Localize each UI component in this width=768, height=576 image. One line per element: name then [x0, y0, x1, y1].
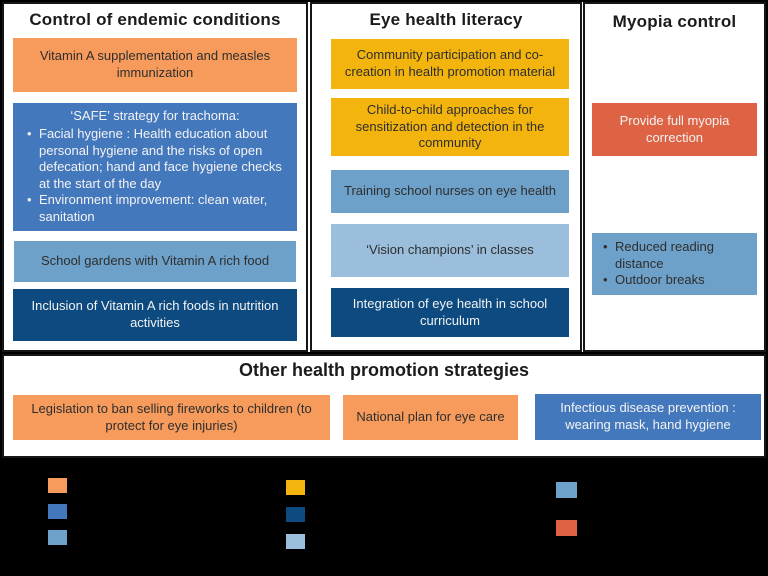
box-inclusion-vitamin-a-foods: Inclusion of Vitamin A rich foods in nut…: [13, 289, 297, 341]
panel-eye-health-literacy: Eye health literacy Community participat…: [310, 2, 582, 352]
legend-swatch-yellow: [286, 480, 305, 495]
legend-swatch-medium_blue: [48, 504, 67, 519]
safe-bullet-facial-hygiene: Facial hygiene : Health education about …: [22, 126, 288, 193]
box-child-to-child: Child-to-child approaches for sensitizat…: [331, 98, 569, 156]
bottom-panel-title: Other health promotion strategies: [238, 360, 530, 380]
legend-group-myopia: [556, 482, 577, 536]
box-national-plan: National plan for eye care: [343, 395, 518, 440]
box-provide-myopia-correction: Provide full myopia correction: [592, 103, 757, 156]
box-school-gardens: School gardens with Vitamin A rich food: [14, 241, 296, 282]
legend-group-literacy: [286, 480, 305, 549]
safe-strategy-title: ‘SAFE’ strategy for trachoma:: [70, 108, 240, 124]
legend-swatch-steel_blue: [48, 530, 67, 545]
column-title: Control of endemic conditions: [29, 10, 281, 29]
box-vitamin-a-supplementation: Vitamin A supplementation and measles im…: [13, 38, 297, 92]
box-fireworks-legislation: Legislation to ban selling fireworks to …: [13, 395, 330, 440]
box-infectious-disease-prevention: Infectious disease prevention : wearing …: [535, 394, 761, 440]
legend-swatch-steel_blue: [556, 482, 577, 498]
column-title: Eye health literacy: [369, 10, 523, 29]
box-training-school-nurses: Training school nurses on eye health: [331, 170, 569, 213]
legend-swatch-pale_blue: [286, 534, 305, 549]
panel-other-health-promotion: Other health promotion strategies Legisl…: [2, 354, 766, 458]
panel-myopia-control: Myopia control Provide full myopia corre…: [583, 2, 766, 352]
legend-group-endemic: [48, 478, 67, 545]
column-title: Myopia control: [612, 12, 737, 31]
bullet-outdoor-breaks: Outdoor breaks: [598, 272, 751, 289]
box-integration-curriculum: Integration of eye health in school curr…: [331, 288, 569, 337]
legend-swatch-orange: [48, 478, 67, 493]
top-row: Control of endemic conditions Vitamin A …: [2, 2, 766, 352]
safe-bullet-environment: Environment improvement: clean water, sa…: [22, 192, 288, 225]
box-community-participation: Community participation and co-creation …: [331, 39, 569, 89]
box-safe-strategy: ‘SAFE’ strategy for trachoma: Facial hyg…: [13, 103, 297, 231]
bullet-reduced-reading-distance: Reduced reading distance: [598, 239, 751, 272]
legend-swatch-red_orange: [556, 520, 577, 536]
legend-swatch-navy: [286, 507, 305, 522]
box-myopia-behaviours: Reduced reading distance Outdoor breaks: [592, 233, 757, 295]
panel-control-of-endemic-conditions: Control of endemic conditions Vitamin A …: [2, 2, 308, 352]
box-vision-champions: ‘Vision champions’ in classes: [331, 224, 569, 277]
